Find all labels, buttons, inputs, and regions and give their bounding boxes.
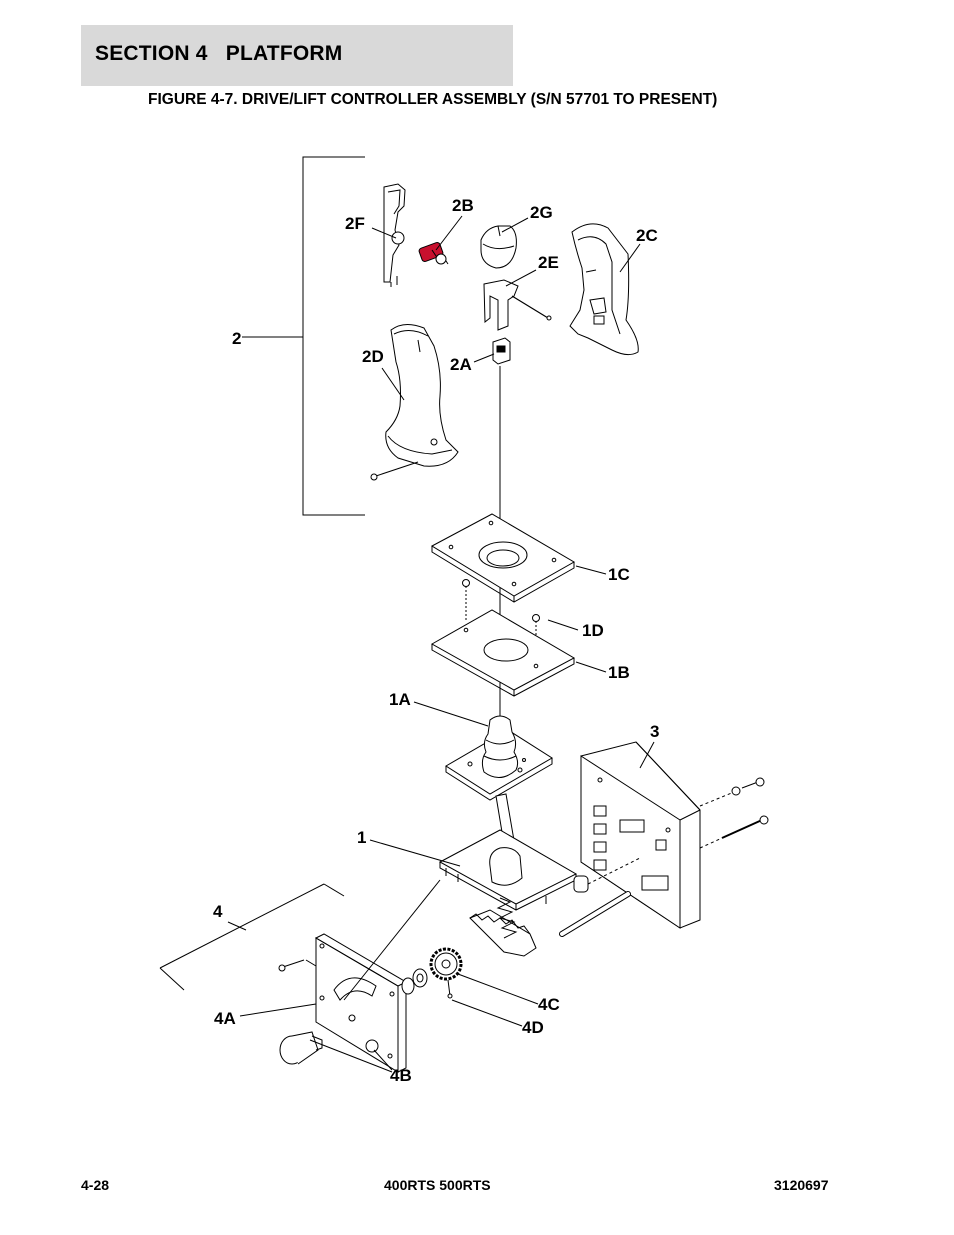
callout-2g: 2G	[530, 203, 553, 222]
part-2a-microswitch	[492, 337, 511, 365]
part-1-base-assembly	[438, 793, 578, 911]
part-1b-middle-plate	[430, 609, 576, 697]
leader-lines	[239, 215, 655, 1073]
callout-1d: 1D	[582, 621, 604, 640]
callout-1: 1	[357, 828, 366, 847]
callout-4d: 4D	[522, 1018, 544, 1037]
footer-page-number: 4-28	[81, 1177, 110, 1193]
section-title: SECTION 4 PLATFORM	[95, 42, 343, 65]
callout-2e: 2E	[538, 253, 559, 272]
callout-2f: 2F	[345, 214, 365, 233]
part-2f-lever	[383, 183, 406, 287]
callout-2a: 2A	[450, 355, 472, 374]
figure-title: FIGURE 4-7. DRIVE/LIFT CONTROLLER ASSEMB…	[148, 91, 718, 108]
part-3-circuit-board	[559, 741, 701, 937]
part-4a-plate	[278, 879, 441, 1073]
part-1a-gimbal-boot	[445, 715, 553, 801]
part-2c-handle-half	[569, 223, 639, 356]
callout-2d: 2D	[362, 347, 384, 366]
part-2d-handle-body	[370, 324, 459, 481]
part-1c-top-plate	[430, 513, 576, 603]
callout-3: 3	[650, 722, 659, 741]
callout-2c: 2C	[636, 226, 658, 245]
callout-1a: 1A	[389, 690, 411, 709]
washer-nut	[401, 968, 428, 995]
item-2-bracket	[242, 156, 365, 516]
footer-model: 400RTS 500RTS	[384, 1177, 491, 1193]
part-2g-knob	[480, 225, 517, 269]
callout-4a: 4A	[214, 1009, 236, 1028]
callout-1b: 1B	[608, 663, 630, 682]
callout-4c: 4C	[538, 995, 560, 1014]
item-4-bracket	[159, 883, 345, 991]
callout-2: 2	[232, 329, 241, 348]
part-4b-potentiometer	[279, 1031, 379, 1065]
part-4c-gear	[429, 947, 463, 999]
callout-1c: 1C	[608, 565, 630, 584]
gear-sector-spring	[469, 897, 537, 957]
part-2b-spring	[418, 242, 449, 265]
callout-4b: 4B	[390, 1066, 412, 1085]
board-mount-bolts	[699, 777, 769, 849]
section-header-bar: SECTION 4 PLATFORM	[81, 25, 513, 86]
part-2e-bracket	[483, 279, 552, 331]
callout-4: 4	[213, 902, 223, 921]
footer-doc-number: 3120697	[774, 1177, 829, 1193]
callout-2b: 2B	[452, 196, 474, 215]
